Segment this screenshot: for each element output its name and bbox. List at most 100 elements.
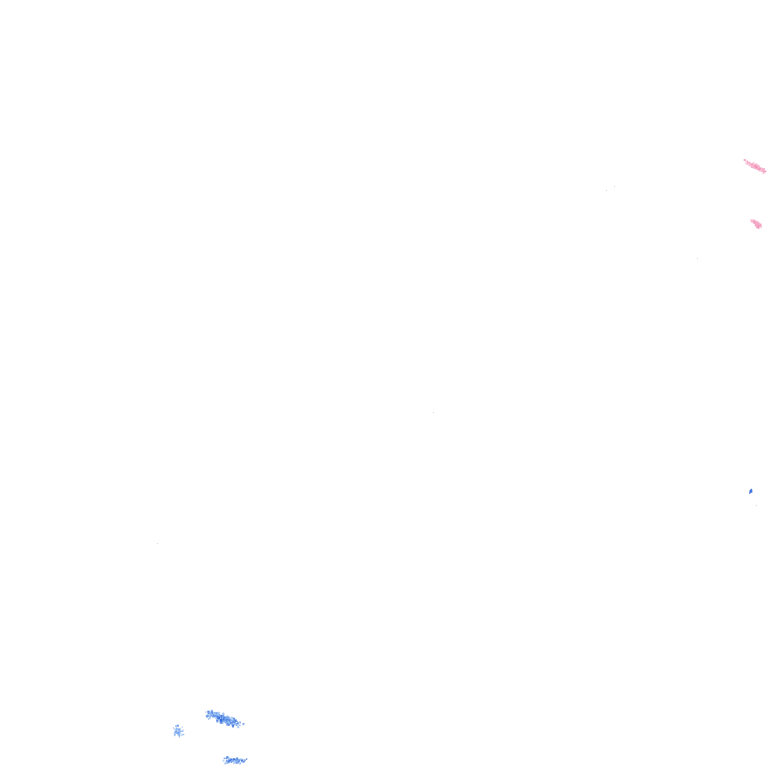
rain-speck xyxy=(217,717,219,719)
snow-speck xyxy=(745,159,747,162)
rain-speck xyxy=(215,713,217,715)
snow-speck xyxy=(763,170,766,172)
rain-speck xyxy=(178,736,180,738)
snow-speck xyxy=(760,223,762,225)
rain-speck xyxy=(228,761,231,763)
rain-speck xyxy=(207,718,210,720)
rain-speck xyxy=(227,716,229,718)
rain-speck xyxy=(178,735,181,737)
snow-speck xyxy=(764,171,766,173)
snow-speck xyxy=(757,165,760,168)
rain-speck xyxy=(181,733,184,736)
rain-speck xyxy=(209,712,212,714)
snow-speck xyxy=(756,166,758,169)
rain-speck xyxy=(222,720,225,723)
rain-speck xyxy=(172,727,175,729)
rain-speck xyxy=(217,715,219,717)
rain-speck xyxy=(236,722,238,725)
rain-speck xyxy=(229,719,231,721)
rain-speck xyxy=(174,734,176,737)
snow-speck xyxy=(748,161,751,164)
rain-speck xyxy=(228,717,231,720)
rain-speck xyxy=(179,731,181,733)
rain-speck xyxy=(221,716,224,719)
snow-speck xyxy=(743,159,746,161)
rain-speck xyxy=(221,717,224,720)
rain-speck xyxy=(230,720,232,722)
rain-speck xyxy=(228,721,230,723)
rain-speck xyxy=(233,760,235,763)
rain-speck xyxy=(226,721,228,724)
rain-speck xyxy=(233,762,235,764)
rain-speck xyxy=(221,719,224,722)
rain-speck xyxy=(209,711,211,713)
rain-speck xyxy=(239,722,241,724)
rain-speck xyxy=(173,733,176,736)
rain-speck xyxy=(213,713,216,716)
snow-speck xyxy=(753,222,755,224)
rain-speck xyxy=(234,760,237,763)
rain-speck xyxy=(241,758,243,760)
rain-speck xyxy=(226,720,228,722)
snow-speck xyxy=(746,163,748,165)
rain-speck xyxy=(232,724,235,727)
rain-speck xyxy=(215,717,218,719)
rain-speck xyxy=(226,756,229,758)
rain-speck xyxy=(242,723,244,725)
snow-speck xyxy=(744,162,747,164)
rain-speck xyxy=(216,712,218,714)
rain-speck xyxy=(242,724,244,726)
rain-speck xyxy=(218,717,220,719)
rain-streak-right xyxy=(749,488,753,494)
snow-speck xyxy=(747,162,749,164)
snow-speck xyxy=(752,162,755,164)
snow-speck xyxy=(755,223,757,225)
rain-speck xyxy=(228,760,230,763)
rain-speck xyxy=(227,719,229,721)
snow-speck xyxy=(758,168,760,170)
rain-speck xyxy=(216,713,218,715)
stray-speck xyxy=(756,505,757,506)
snow-speck xyxy=(756,168,758,170)
rain-speck xyxy=(749,492,751,494)
rain-speck xyxy=(178,729,180,731)
rain-speck xyxy=(214,712,216,714)
rain-speck xyxy=(224,762,227,765)
rain-speck xyxy=(246,758,248,760)
rain-speck xyxy=(221,722,224,724)
rain-speck xyxy=(224,718,226,721)
rain-speck xyxy=(208,717,211,720)
rain-speck xyxy=(233,720,235,722)
rain-speck xyxy=(211,714,214,716)
snow-speck xyxy=(762,169,764,171)
rain-speck xyxy=(218,714,221,716)
rain-speck xyxy=(233,758,236,761)
snow-speck xyxy=(758,228,760,230)
rain-cluster-bottom-edge xyxy=(222,756,248,765)
snow-speck xyxy=(760,167,762,169)
rain-speck xyxy=(241,760,243,762)
rain-speck xyxy=(181,730,183,733)
rain-speck xyxy=(216,720,219,723)
rain-speck xyxy=(179,732,181,734)
snow-speck xyxy=(759,167,761,169)
rain-speck xyxy=(235,719,237,721)
rain-speck xyxy=(232,721,235,723)
rain-speck xyxy=(217,711,219,713)
rain-speck xyxy=(216,721,218,723)
rain-speck xyxy=(232,726,234,728)
snow-speck xyxy=(752,220,754,222)
rain-speck xyxy=(229,758,232,760)
rain-speck xyxy=(229,720,231,722)
snow-speck xyxy=(749,164,752,166)
rain-speck xyxy=(213,714,215,716)
rain-speck xyxy=(211,713,214,716)
rain-speck xyxy=(228,716,231,718)
snow-speck xyxy=(757,221,759,224)
snow-speck xyxy=(754,163,757,166)
rain-speck xyxy=(209,714,212,717)
rain-speck xyxy=(220,714,223,717)
rain-speck xyxy=(229,759,231,762)
rain-speck xyxy=(226,762,228,764)
